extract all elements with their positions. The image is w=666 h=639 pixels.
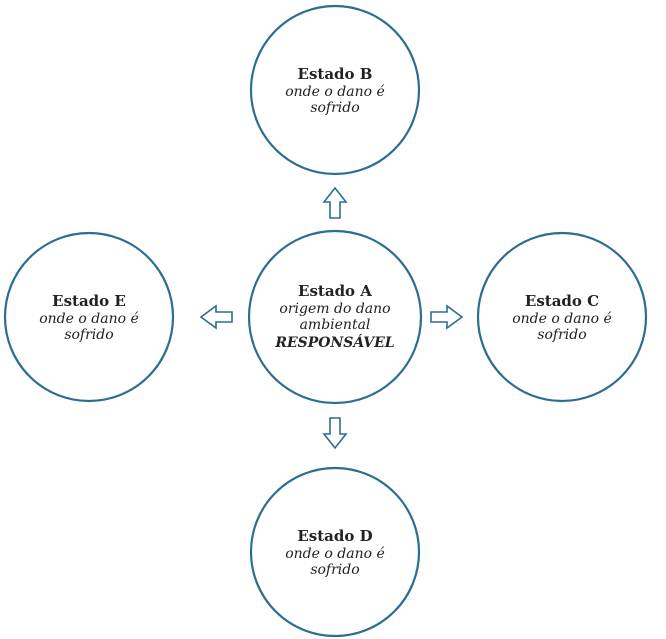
node-description: origem do dano (279, 301, 391, 317)
circle-estado-c (476, 231, 648, 403)
node-description: onde o dano é (39, 311, 139, 327)
node-description: onde o dano é (512, 311, 612, 327)
node-estado-d: Estado D onde o dano é sofrido (251, 468, 419, 636)
node-estado-b: Estado B onde o dano é sofrido (251, 6, 419, 174)
node-title: Estado C (524, 292, 600, 310)
node-estado-c: Estado C onde o dano é sofrido (478, 233, 646, 401)
arrow-down-icon (322, 417, 348, 450)
node-estado-e: Estado E onde o dano é sofrido (5, 233, 173, 401)
node-description: onde o dano é (285, 84, 385, 100)
node-description: ambiental (299, 317, 371, 333)
arrow-up-icon (322, 186, 348, 219)
node-description: sofrido (64, 327, 114, 343)
circle-estado-e (3, 231, 175, 403)
arrow-right-icon (430, 304, 464, 330)
circle-estado-d (249, 466, 421, 638)
circle-estado-a (247, 229, 423, 405)
node-description: sofrido (310, 100, 360, 116)
node-title: Estado E (52, 292, 126, 310)
circle-estado-b (249, 4, 421, 176)
node-title: Estado A (298, 282, 372, 300)
responsible-label: RESPONSÁVEL (275, 335, 395, 351)
node-description: sofrido (310, 562, 360, 578)
node-title: Estado B (297, 65, 373, 83)
node-estado-a: Estado A origem do dano ambiental RESPON… (249, 231, 421, 403)
node-description: sofrido (537, 327, 587, 343)
arrow-left-icon (199, 304, 233, 330)
node-title: Estado D (297, 527, 373, 545)
node-description: onde o dano é (285, 546, 385, 562)
